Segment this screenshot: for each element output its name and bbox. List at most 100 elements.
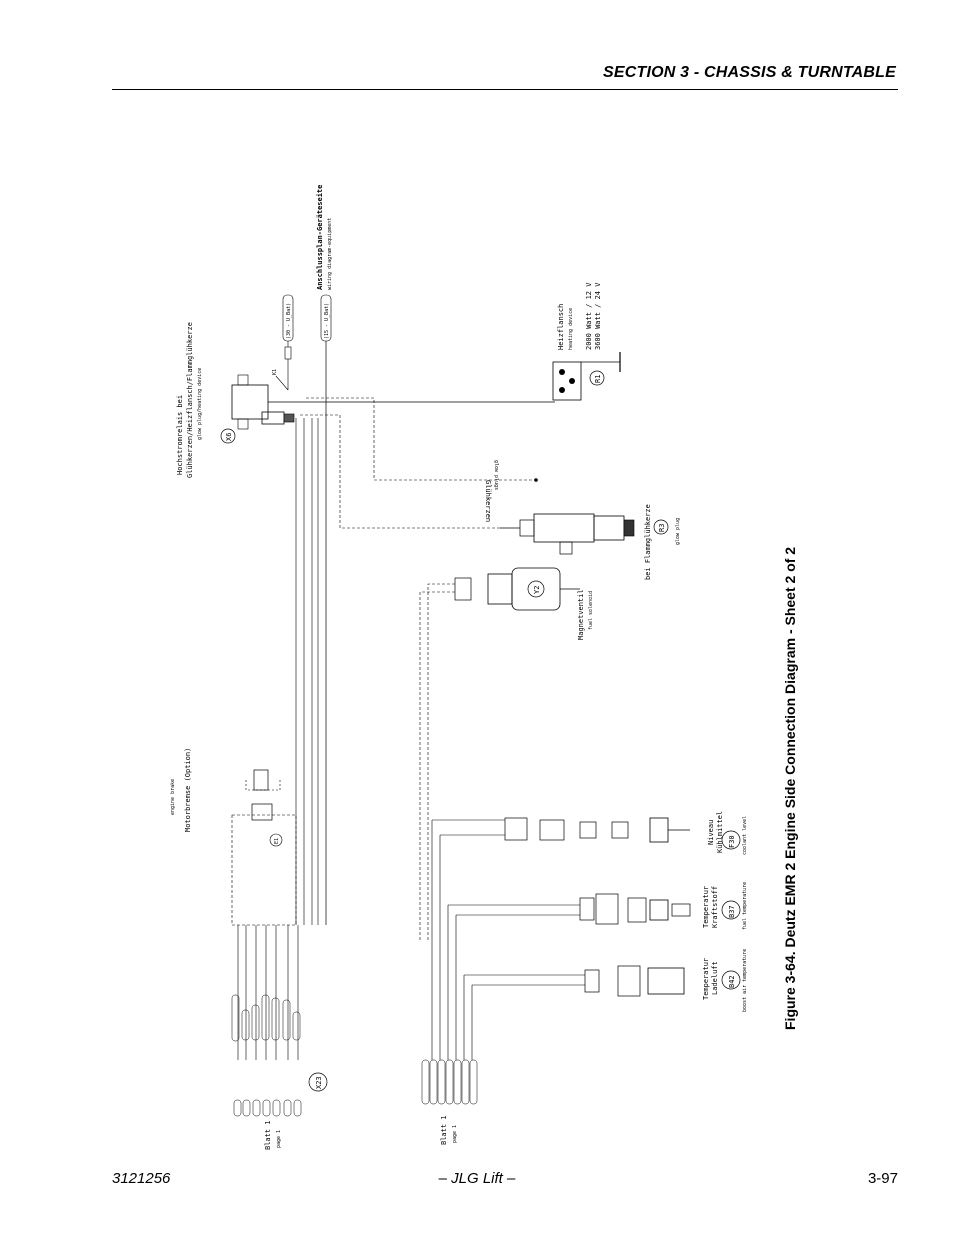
f30-inline-1 bbox=[579, 821, 597, 839]
b37-sub: fuel temperature bbox=[742, 882, 748, 930]
relay-x6-body bbox=[231, 384, 269, 420]
b37-tag-text: B37 bbox=[728, 905, 736, 918]
glow-plugs-sub: glow plugs bbox=[493, 460, 499, 490]
glow-plug-r3-title: bei Flammglühkerze bbox=[644, 504, 652, 580]
solenoid-y2-plug bbox=[454, 577, 472, 601]
x23-pin-label-6 bbox=[283, 1099, 292, 1117]
b42-plug bbox=[584, 969, 600, 993]
wire-y2-a bbox=[419, 591, 455, 940]
f30-tag-text: F30 bbox=[728, 835, 736, 848]
wiring-title: Anschlussplan-Geräteseite bbox=[316, 185, 324, 290]
bundle-pin-label-4 bbox=[445, 1059, 454, 1105]
x23-tag-text: X23 bbox=[315, 1076, 323, 1089]
x23-wire-tag-6 bbox=[282, 999, 291, 1041]
engine-brake-valve bbox=[253, 769, 269, 791]
heater-r1-body bbox=[552, 361, 582, 401]
relay-x6-plug bbox=[283, 413, 295, 423]
terminal-15: (15 - U_Bat) bbox=[320, 294, 332, 342]
relay-x6-sub: glow plug/heating device bbox=[197, 368, 203, 440]
engine-brake-sub: engine brake bbox=[170, 779, 176, 815]
heater-r1-bolt-2 bbox=[559, 387, 565, 393]
x23-pin-label-5 bbox=[272, 1099, 281, 1117]
glow-plug-r3-sub: glow plug bbox=[675, 518, 681, 545]
heater-r1-tag bbox=[589, 370, 605, 386]
x23-wire-tag-3 bbox=[251, 1004, 260, 1041]
sensor-bundle: Blatt 1 page 1 bbox=[421, 820, 478, 1145]
f30-tag bbox=[721, 830, 741, 850]
sensor-f30: F30 Niveau Kühlmittel coolant level bbox=[432, 811, 748, 855]
x23-tag bbox=[308, 1072, 328, 1092]
solenoid-y2-tag-text: Y2 bbox=[533, 586, 541, 594]
heater-r1-title: Heizflansch bbox=[557, 304, 565, 350]
wire-glow-plugs bbox=[306, 397, 536, 481]
bundle-pin-label-5 bbox=[453, 1059, 462, 1105]
engine-brake-e1: E1 Motorbremse (Option) engine brake bbox=[170, 748, 297, 926]
b42-sensor bbox=[647, 967, 685, 995]
relay-x6-tab-bottom bbox=[237, 418, 249, 430]
sensor-b37: B37 Temperatur Kraftstoff fuel temperatu… bbox=[448, 882, 748, 930]
engine-brake-tag bbox=[269, 833, 283, 847]
glow-plug-r3-body bbox=[533, 513, 595, 543]
heater-r1-spec2: 3600 Watt / 24 V bbox=[594, 282, 602, 350]
wire-relay-k1 bbox=[275, 375, 289, 391]
engine-brake-switch bbox=[245, 780, 281, 791]
x23-wire-tag-5 bbox=[271, 997, 280, 1041]
bundle-pin-label-6 bbox=[461, 1059, 470, 1105]
bundle-pin-label-2 bbox=[429, 1059, 438, 1105]
relay-x6: X6 Hochstromrelais bei Glühkerzen/Heizfl… bbox=[176, 322, 295, 478]
f30-plug bbox=[504, 817, 528, 841]
fuse-symbol bbox=[284, 346, 292, 360]
wire-r3 bbox=[300, 414, 500, 529]
glow-plug-r3-nut bbox=[519, 519, 535, 537]
glow-plug-r3: R3 bei Flammglühkerze glow plug bbox=[500, 504, 681, 580]
sheet1-a-sub: page 1 bbox=[276, 1130, 282, 1148]
engine-brake-coil bbox=[251, 803, 273, 821]
f30-connector bbox=[539, 819, 565, 841]
b42-connector bbox=[617, 965, 641, 997]
heater-r1: R1 Heizflansch heating device 2000 Watt … bbox=[552, 282, 621, 401]
b37-title2: Kraftstoff bbox=[711, 886, 719, 928]
relay-x6-title2: Glühkerzen/Heizflansch/Flammglühkerze bbox=[186, 322, 194, 478]
heater-r1-bolt-1 bbox=[559, 369, 565, 375]
wiring-subtitle: wiring diagram-equipment bbox=[327, 218, 333, 290]
solenoid-y2-connector bbox=[487, 573, 513, 605]
glow-plugs-end bbox=[534, 478, 538, 482]
section-title: SECTION 3 - CHASSIS & TURNTABLE bbox=[602, 64, 896, 81]
x23-wire-tag-1 bbox=[231, 994, 240, 1042]
relay-x6-tab-top bbox=[237, 374, 249, 386]
b42-title2: Ladeluft bbox=[711, 961, 719, 995]
terminal-30: (30 - U_Bat) bbox=[282, 294, 294, 342]
glow-plugs-title: Glühkerzen bbox=[484, 480, 492, 522]
glow-plug-r3-tag bbox=[653, 519, 669, 535]
relay-x6-connector bbox=[261, 411, 285, 425]
b42-sub: boost air temperature bbox=[742, 949, 748, 1012]
doc-number: 3121256 bbox=[112, 1170, 171, 1187]
x23-pin-label-4 bbox=[262, 1099, 271, 1117]
x23-pin-label-3 bbox=[252, 1099, 261, 1117]
x23-pin-label-1 bbox=[233, 1099, 242, 1117]
glow-plug-r3-cap bbox=[623, 519, 635, 537]
solenoid-y2-sub: fuel solenoid bbox=[588, 591, 594, 630]
b42-tag-text: B42 bbox=[728, 975, 736, 988]
sheet1-a-label: Blatt 1 bbox=[264, 1120, 272, 1150]
b37-tag bbox=[721, 900, 741, 920]
b37-title1: Temperatur bbox=[702, 886, 710, 928]
glow-plug-r3-tag-text: R3 bbox=[658, 524, 666, 532]
relay-x6-title1: Hochstromrelais bei bbox=[176, 395, 184, 475]
b42-tag bbox=[721, 970, 741, 990]
wire-y2-b bbox=[427, 583, 455, 940]
publisher: – JLG Lift – bbox=[438, 1170, 516, 1187]
x23-wire-tag-2 bbox=[241, 1009, 250, 1041]
relay-x6-tag bbox=[220, 428, 236, 444]
sheet1-b-label: Blatt 1 bbox=[440, 1115, 448, 1145]
bundle-pin-label-7 bbox=[469, 1059, 478, 1105]
engine-brake-title: Motorbremse (Option) bbox=[184, 748, 192, 832]
relay-k1-label: K1 bbox=[272, 369, 278, 375]
f30-inline-2 bbox=[611, 821, 629, 839]
b37-sensor bbox=[649, 899, 669, 921]
bundle-pin-label-1 bbox=[421, 1059, 430, 1105]
connector-x23: X23 Blatt 1 page 1 bbox=[231, 925, 328, 1150]
f30-title2: Kühlmittel bbox=[716, 811, 724, 853]
engine-brake-box bbox=[231, 814, 297, 926]
b42-title1: Temperatur bbox=[702, 958, 710, 1000]
